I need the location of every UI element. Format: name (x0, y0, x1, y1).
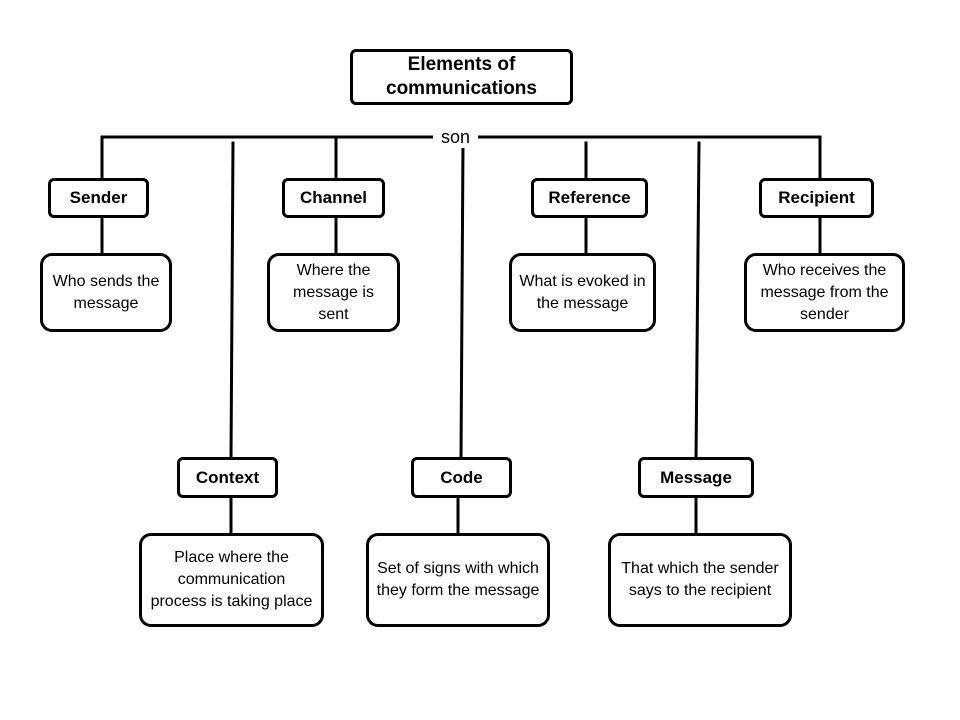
node-label: Sender (69, 188, 128, 207)
node-description: Who receives the message from the sender (760, 261, 889, 323)
node-label: Message (660, 467, 732, 487)
node-code: Code (411, 457, 512, 498)
desc-sender: Who sends the message (40, 253, 172, 332)
connector-message (694, 141, 701, 461)
node-label: Context (195, 467, 260, 487)
node-label: Channel (299, 188, 368, 207)
desc-code: Set of signs with which they form the me… (366, 533, 550, 627)
node-label: Reference (548, 188, 631, 207)
connector-code (459, 141, 465, 461)
desc-message: That which the sender says to the recipi… (608, 533, 792, 627)
node-description: That which the sender says to the recipi… (621, 560, 779, 599)
node-description: What is evoked in the message (519, 272, 646, 312)
desc-channel: Where the message is sent (267, 253, 400, 332)
node-reference: Reference (531, 178, 648, 218)
connector-context (229, 141, 235, 461)
connector-label: son (433, 126, 479, 148)
node-description: Set of signs with which they form the me… (376, 560, 540, 599)
node-sender: Sender (48, 178, 149, 218)
node-message: Message (638, 457, 754, 498)
desc-recipient: Who receives the message from the sender (744, 253, 905, 332)
node-recipient: Recipient (759, 178, 874, 218)
node-description: Where the message is sent (293, 261, 374, 323)
desc-reference: What is evoked in the message (509, 253, 656, 332)
desc-context: Place where the communication process is… (139, 533, 324, 627)
root-title: Elements of communications (386, 54, 537, 99)
node-description: Who sends the message (52, 272, 160, 312)
node-channel: Channel (282, 178, 385, 218)
node-label: Recipient (778, 188, 855, 207)
node-description: Place where the communication process is… (150, 549, 313, 610)
node-label: Code (440, 467, 483, 487)
node-context: Context (177, 457, 278, 498)
root-node: Elements of communications (350, 49, 573, 105)
